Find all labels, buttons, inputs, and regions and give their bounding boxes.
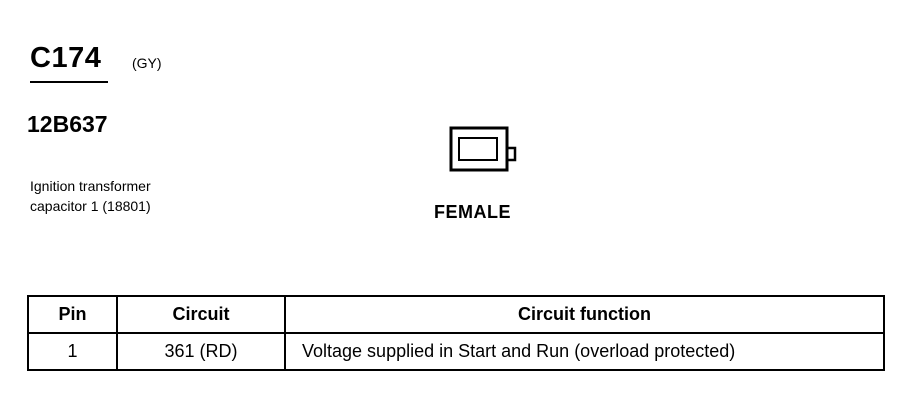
circuit-function-cell: Voltage supplied in Start and Run (overl… bbox=[284, 332, 885, 371]
connector-id: C174 bbox=[30, 42, 102, 74]
description-line: Ignition transformer bbox=[30, 178, 151, 194]
pin-cell: 1 bbox=[27, 332, 118, 371]
table-row: 1 361 (RD) Voltage supplied in Start and… bbox=[27, 332, 885, 371]
connector-id-underline bbox=[30, 81, 108, 83]
connector-gender-label: FEMALE bbox=[434, 202, 511, 222]
connector-color-code: (GY) bbox=[132, 55, 162, 71]
pin-table: Pin Circuit Circuit function 1 361 (RD) … bbox=[27, 295, 885, 371]
connector-face-icon bbox=[449, 126, 519, 176]
description-line: capacitor 1 (18801) bbox=[30, 198, 151, 214]
table-header-row: Pin Circuit Circuit function bbox=[27, 295, 885, 334]
column-header-circuit-function: Circuit function bbox=[284, 295, 885, 334]
circuit-cell: 361 (RD) bbox=[116, 332, 286, 371]
column-header-circuit: Circuit bbox=[116, 295, 286, 334]
connector-description: Ignition transformer capacitor 1 (18801) bbox=[30, 176, 151, 216]
column-header-pin: Pin bbox=[27, 295, 118, 334]
part-number: 12B637 bbox=[27, 111, 108, 137]
